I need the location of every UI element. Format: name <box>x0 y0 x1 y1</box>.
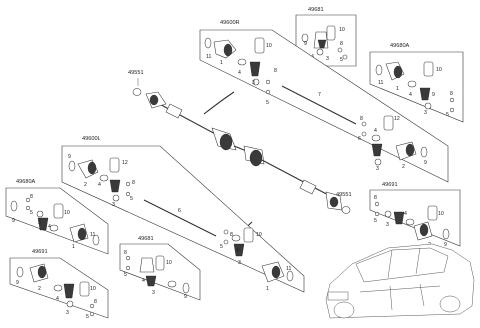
svg-text:8: 8 <box>30 194 33 200</box>
svg-text:9: 9 <box>184 294 187 300</box>
svg-text:5: 5 <box>266 100 269 106</box>
svg-text:1: 1 <box>266 286 269 292</box>
box-49681-bottom: 49681 8 5 4 10 3 9 <box>119 236 201 301</box>
svg-text:3: 3 <box>38 220 41 226</box>
svg-text:11: 11 <box>206 54 211 60</box>
assembly-label-49691-left: 49691 <box>32 249 48 255</box>
svg-text:9: 9 <box>304 41 307 47</box>
svg-text:8: 8 <box>132 180 135 186</box>
svg-text:9: 9 <box>432 92 435 98</box>
box-frame <box>369 189 461 247</box>
assembly-label-49681-bottom: 49681 <box>138 236 154 242</box>
svg-text:10: 10 <box>436 67 442 73</box>
svg-text:5: 5 <box>340 57 343 63</box>
box-49680A-left: 49680A 9 8 5 3 4 10 1 11 <box>5 179 109 255</box>
svg-text:5: 5 <box>446 112 449 118</box>
svg-text:7: 7 <box>318 92 321 98</box>
svg-text:2: 2 <box>402 164 405 170</box>
assembly-label-49691-right: 49691 <box>382 182 398 188</box>
svg-text:4: 4 <box>98 182 101 188</box>
svg-text:1: 1 <box>396 86 399 92</box>
svg-text:1: 1 <box>220 60 223 66</box>
svg-text:2: 2 <box>84 182 87 188</box>
nut-49551-right: 49551 <box>336 192 352 214</box>
svg-text:8: 8 <box>124 250 127 256</box>
assembly-label-49551-left: 49551 <box>128 70 144 76</box>
assembly-label-49680A-left: 49680A <box>16 179 36 185</box>
box-49600L: 49600L 9 2 12 4 3 8 5 6 8 5 4 10 3 1 11 <box>61 136 305 293</box>
assembly-label-49600R: 49600R <box>220 20 240 26</box>
svg-text:12: 12 <box>394 116 400 122</box>
box-frame <box>119 243 201 301</box>
svg-text:6: 6 <box>358 136 361 142</box>
svg-text:4: 4 <box>409 92 412 98</box>
svg-text:8: 8 <box>360 116 363 122</box>
svg-text:10: 10 <box>438 211 444 217</box>
svg-text:10: 10 <box>256 232 262 238</box>
svg-text:10: 10 <box>266 43 272 49</box>
svg-text:11: 11 <box>286 266 291 272</box>
svg-text:5: 5 <box>220 244 223 250</box>
box-frame <box>5 187 109 255</box>
svg-text:12: 12 <box>122 160 128 166</box>
svg-text:9: 9 <box>424 160 427 166</box>
svg-text:4: 4 <box>142 278 145 284</box>
svg-text:3: 3 <box>238 260 241 266</box>
svg-text:9: 9 <box>68 154 71 160</box>
assembly-label-49680A-right: 49680A <box>390 43 410 49</box>
svg-text:6: 6 <box>178 208 181 214</box>
svg-text:5: 5 <box>124 272 127 278</box>
svg-text:2: 2 <box>38 286 41 292</box>
svg-text:5: 5 <box>86 314 89 320</box>
box-49681-top: 49681 10 9 4 3 8 5 <box>295 7 357 67</box>
box-49680A-right: 49680A 11 1 10 4 9 3 8 5 <box>369 43 464 123</box>
svg-text:5: 5 <box>374 218 377 224</box>
svg-text:3: 3 <box>152 290 155 296</box>
svg-text:4: 4 <box>236 248 239 254</box>
svg-text:10: 10 <box>64 210 70 216</box>
svg-text:10: 10 <box>166 260 172 266</box>
svg-text:4: 4 <box>404 211 407 217</box>
svg-text:4: 4 <box>374 128 377 134</box>
svg-text:3: 3 <box>326 56 329 62</box>
box-frame-49600R <box>199 29 449 183</box>
svg-text:8: 8 <box>374 195 377 201</box>
svg-text:3: 3 <box>112 202 115 208</box>
box-49600R: 49600R 11 1 10 4 3 8 5 7 8 6 4 12 <box>199 20 449 183</box>
svg-text:1: 1 <box>72 244 75 250</box>
svg-text:8: 8 <box>450 91 453 97</box>
svg-text:5: 5 <box>130 196 133 202</box>
svg-text:4: 4 <box>56 296 59 302</box>
assembly-label-49551-right: 49551 <box>336 192 352 198</box>
svg-text:10: 10 <box>90 286 96 292</box>
svg-text:10: 10 <box>339 27 345 33</box>
svg-text:3: 3 <box>252 80 255 86</box>
svg-text:4: 4 <box>238 70 241 76</box>
svg-text:5: 5 <box>30 210 33 216</box>
svg-text:3: 3 <box>66 310 69 316</box>
nut-49551-left: 49551 <box>128 70 144 96</box>
svg-text:8: 8 <box>94 299 97 305</box>
assembly-label-49600L: 49600L <box>82 136 101 142</box>
svg-text:9: 9 <box>12 218 15 224</box>
vehicle-illustration <box>325 243 475 319</box>
svg-text:11: 11 <box>90 232 95 238</box>
svg-text:9: 9 <box>444 242 447 248</box>
drive-shaft-assembly <box>145 91 343 247</box>
boot-kit-parts <box>301 25 348 60</box>
svg-text:11: 11 <box>378 80 383 86</box>
svg-text:3: 3 <box>424 110 427 116</box>
box-49691-left: 49691 9 2 4 3 10 8 5 <box>9 249 109 320</box>
svg-text:4: 4 <box>48 224 51 230</box>
svg-text:3: 3 <box>386 222 389 228</box>
svg-text:8: 8 <box>274 68 277 74</box>
svg-text:8: 8 <box>230 232 233 238</box>
assembly-label-49681-top: 49681 <box>308 7 324 13</box>
svg-text:8: 8 <box>340 41 343 47</box>
box-49691-right: 49691 8 5 3 4 10 2 9 <box>369 182 461 248</box>
svg-text:3: 3 <box>376 166 379 172</box>
svg-text:9: 9 <box>16 280 19 286</box>
